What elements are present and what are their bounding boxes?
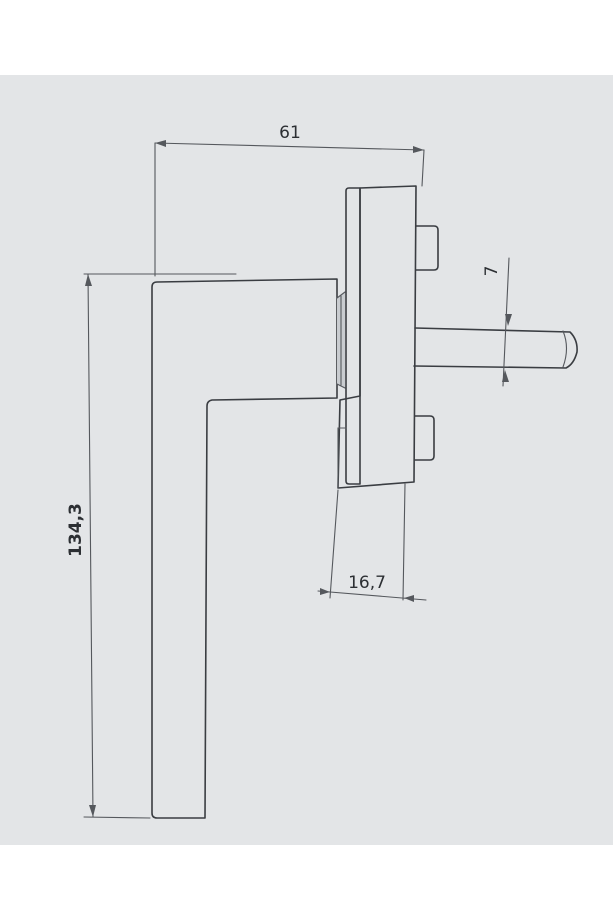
width-dimension-line bbox=[154, 142, 425, 151]
neck-edges bbox=[336, 291, 346, 389]
spindle-tip bbox=[562, 330, 568, 368]
rose-back-plate bbox=[345, 187, 361, 485]
width-arrow-left bbox=[155, 140, 166, 147]
width-extension-right bbox=[421, 149, 425, 187]
height-dimension-line bbox=[87, 273, 94, 818]
spindle-arrow-top bbox=[505, 314, 512, 326]
rose-lower-step bbox=[337, 427, 347, 489]
height-dimension: 134,3 bbox=[66, 273, 237, 819]
width-dimension: 61 bbox=[154, 123, 425, 277]
spindle-arrow-bottom bbox=[502, 370, 509, 382]
drawing-sheet bbox=[0, 75, 613, 845]
rose-depth-dimension: 16,7 bbox=[317, 483, 427, 602]
depth-arrow-right bbox=[404, 595, 414, 602]
upper-fixing-pin bbox=[415, 225, 439, 271]
width-dimension-label: 61 bbox=[279, 123, 301, 143]
lower-fixing-pin bbox=[414, 415, 435, 461]
spindle-dimension-label: 7 bbox=[482, 266, 502, 277]
spindle-dimension-line bbox=[502, 257, 510, 387]
height-extension-bottom bbox=[83, 816, 151, 819]
depth-arrow-left bbox=[320, 588, 330, 595]
depth-extension-right bbox=[402, 483, 406, 601]
depth-extension-left bbox=[329, 489, 339, 599]
spindle bbox=[413, 327, 578, 369]
width-arrow-right bbox=[413, 146, 424, 153]
height-arrow-top bbox=[85, 274, 92, 286]
spindle-dimension: 7 bbox=[482, 257, 512, 387]
depth-dimension-label: 16,7 bbox=[348, 573, 386, 593]
height-arrow-bottom bbox=[89, 805, 96, 817]
height-dimension-label: 134,3 bbox=[66, 503, 86, 557]
handle-lever bbox=[151, 278, 338, 819]
